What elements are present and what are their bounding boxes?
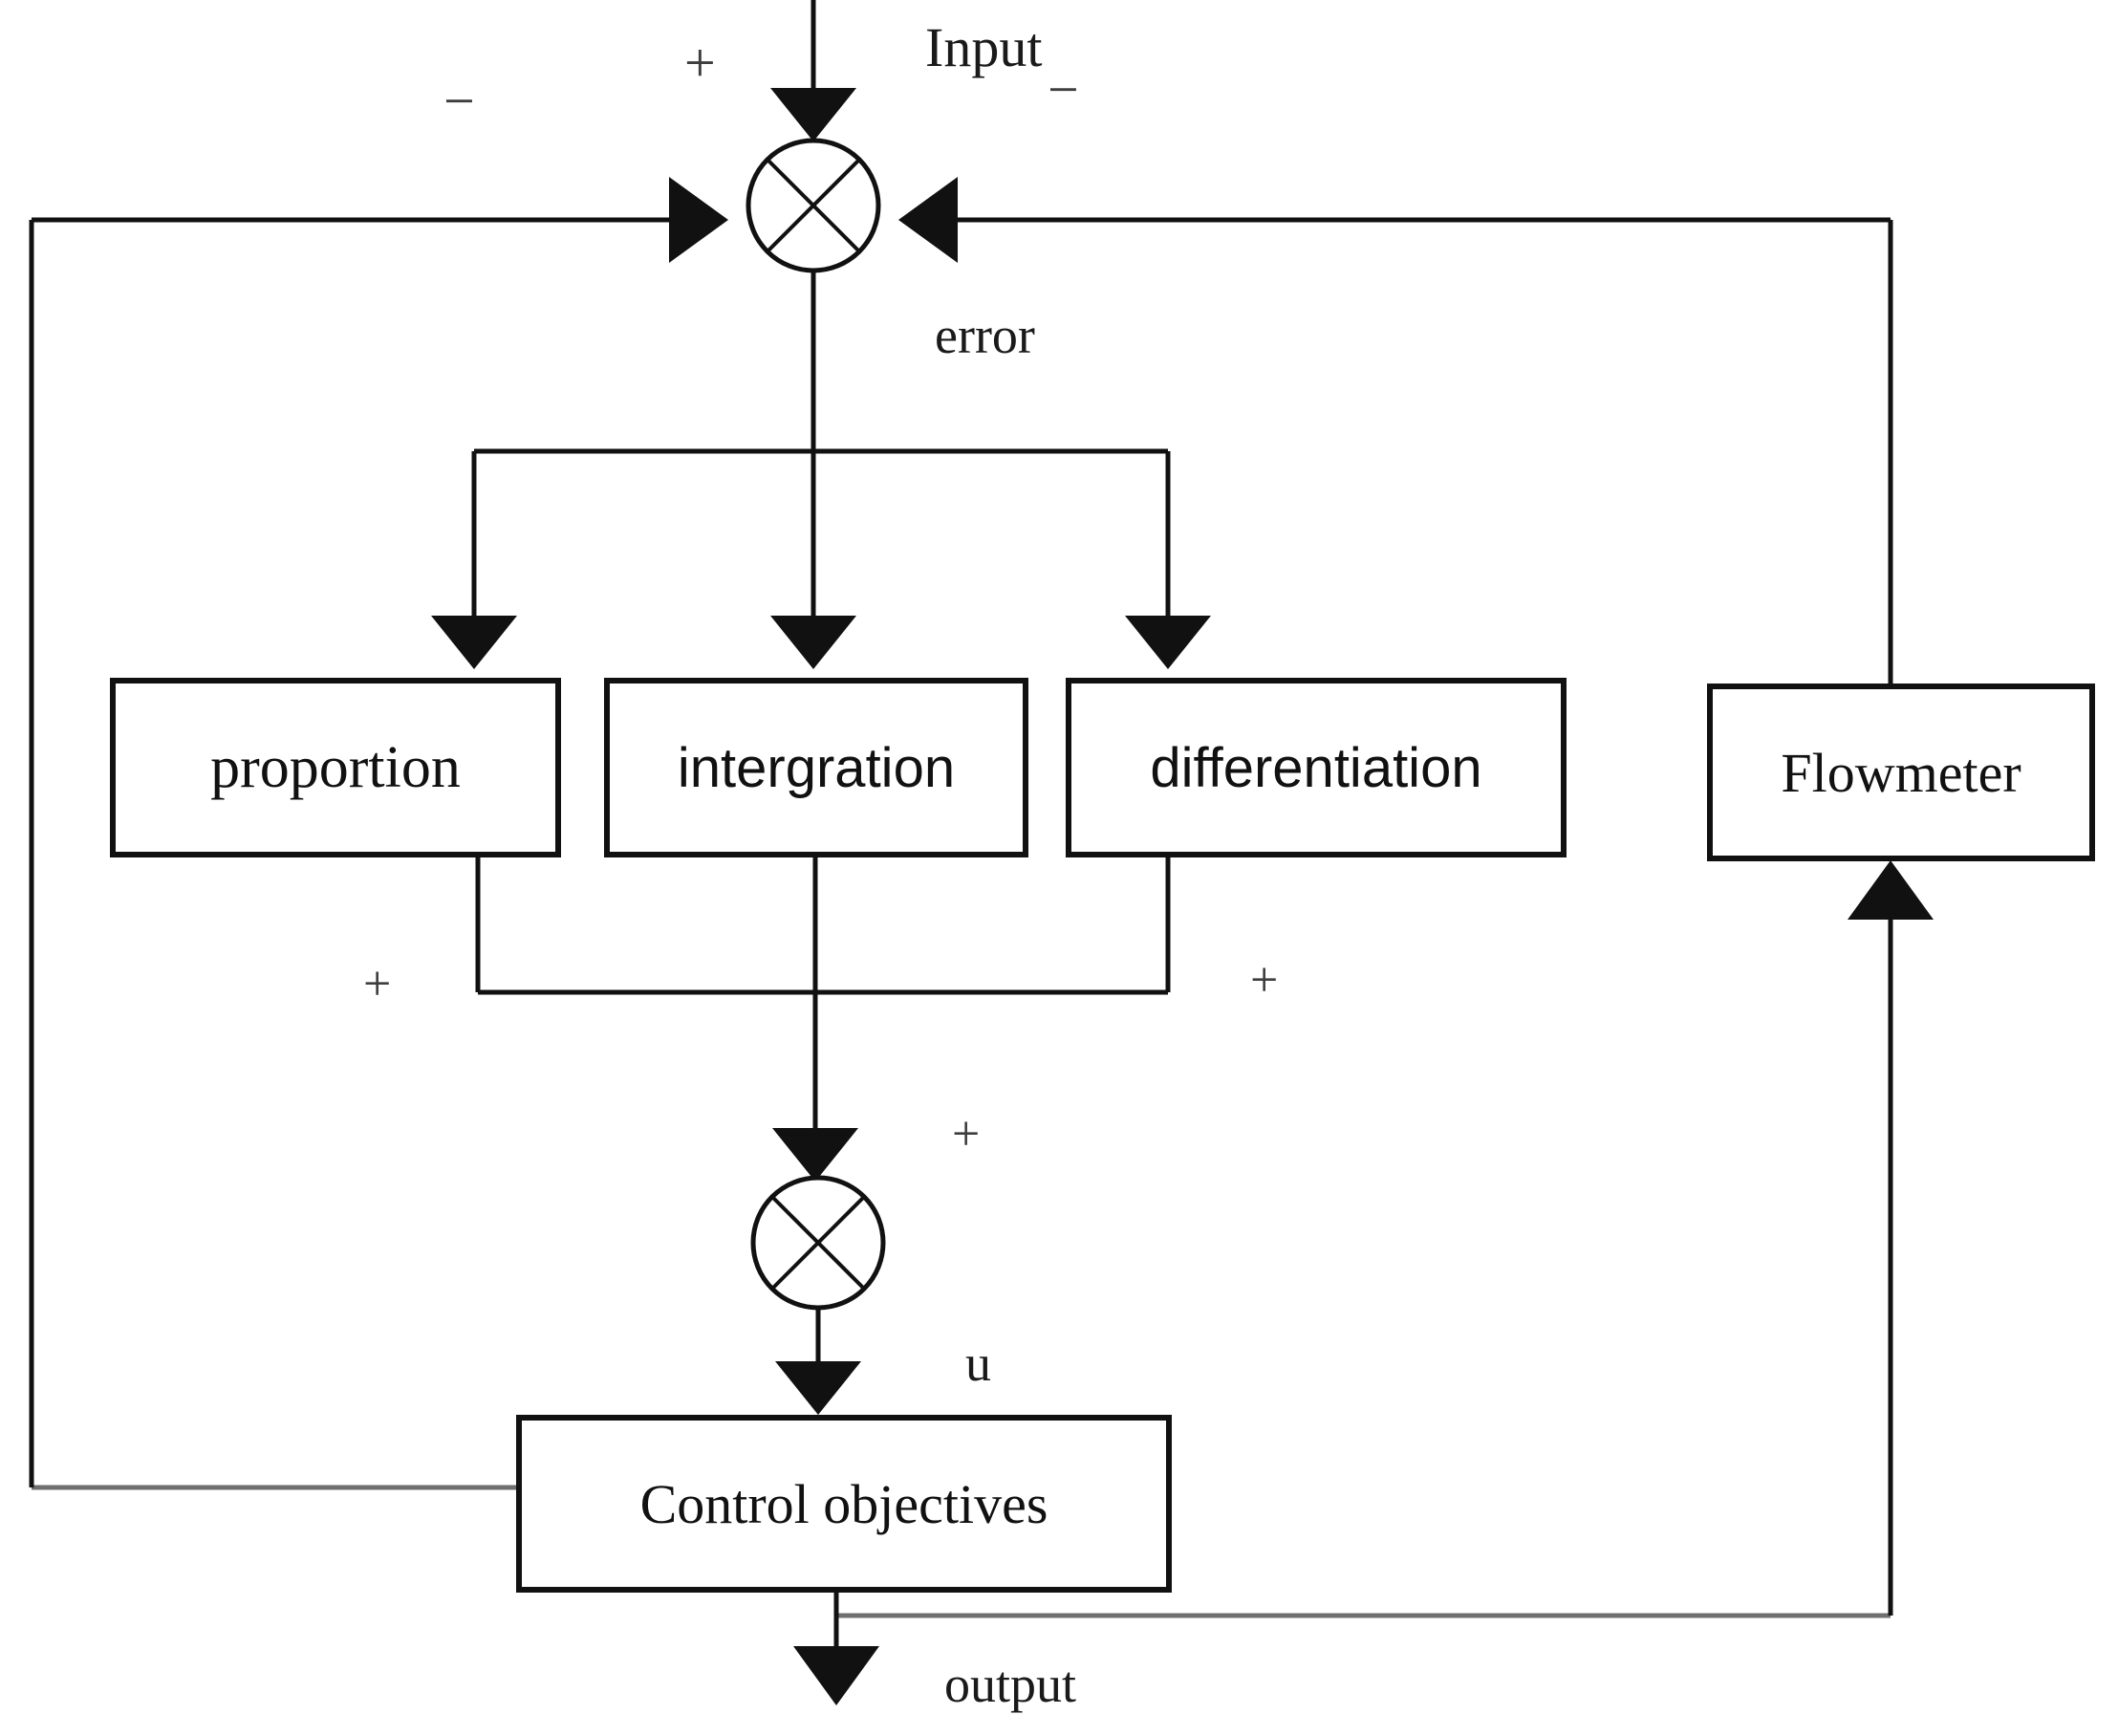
sign-plus-left-merge: + [363, 957, 392, 1011]
signal-label-output: output [944, 1656, 1077, 1713]
sign-plus-input: + [684, 32, 716, 94]
right-feedback-arrowhead [898, 177, 958, 263]
output-arrowhead [793, 1646, 879, 1705]
sign-plus-right-merge: + [1250, 953, 1279, 1008]
control-objectives-arrowhead [775, 1361, 861, 1415]
intergration-arrowhead [770, 616, 856, 669]
signal-label-input: Input [925, 16, 1043, 78]
signal-sum-cross-b [770, 1195, 866, 1291]
differentiation-arrowhead [1125, 616, 1211, 669]
sign-minus-right: − [1048, 58, 1079, 120]
block-flowmeter [1707, 684, 2095, 861]
error-sum-cross-b [766, 158, 861, 253]
flowmeter-input-arrowhead [1848, 860, 1934, 920]
signal-label-u: u [965, 1335, 991, 1392]
input-arrowhead [770, 88, 856, 141]
block-differentiation [1066, 678, 1567, 857]
left-feedback-arrowhead [669, 177, 728, 263]
sign-plus-sum-input: + [952, 1107, 981, 1161]
sign-minus-left: − [443, 70, 475, 132]
proportion-arrowhead [431, 616, 517, 669]
signal-label-error: error [935, 307, 1035, 364]
block-intergration [604, 678, 1028, 857]
block-proportion [110, 678, 561, 857]
block-control-objectives [516, 1415, 1172, 1593]
signal-sum-arrowhead [772, 1128, 858, 1182]
